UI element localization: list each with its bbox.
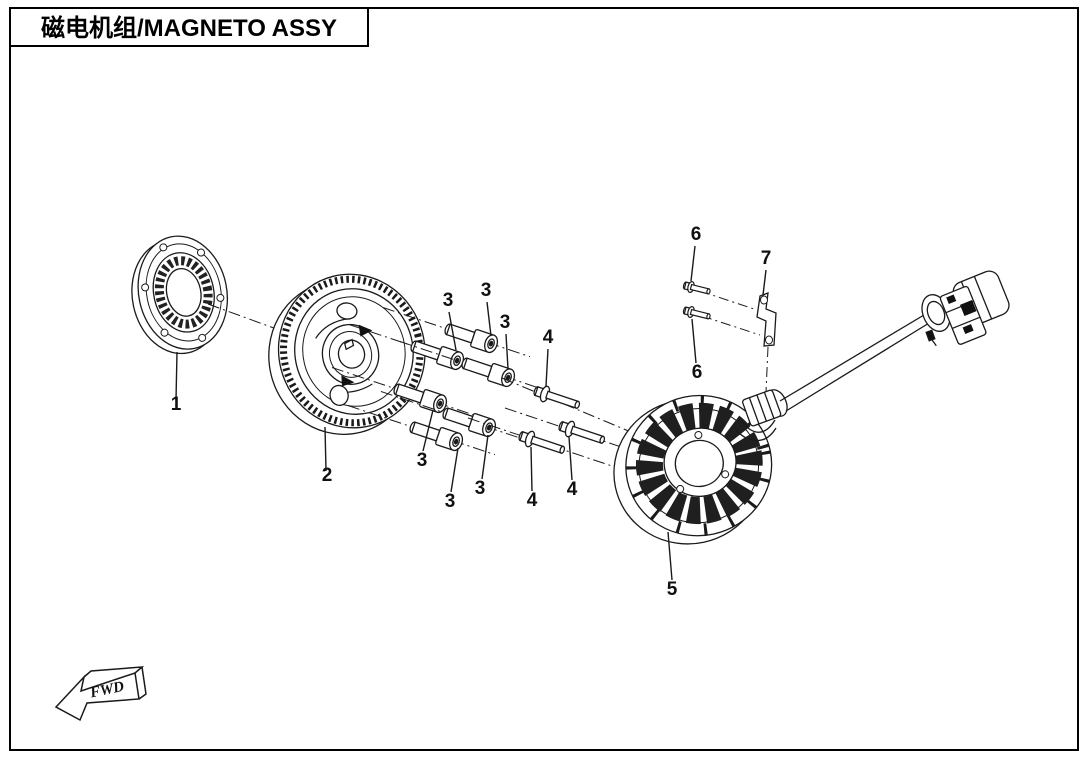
trigger-teeth [280, 275, 424, 427]
fwd-label: FWD [88, 679, 126, 702]
callout-6-2: 6 [692, 362, 703, 383]
bearing-rollers [154, 256, 213, 329]
callout-7: 7 [761, 248, 772, 269]
callout-6-1: 6 [691, 224, 702, 245]
callout-4-3: 4 [567, 479, 578, 500]
keyway [343, 338, 355, 351]
leader-lines [175, 245, 767, 581]
connector-cluster [939, 270, 1010, 345]
callout-4-2: 4 [527, 490, 538, 511]
clip-screw [925, 329, 937, 347]
part-1-bearing-ring [131, 235, 229, 355]
wire-harness [735, 270, 1010, 442]
callout-5: 5 [667, 579, 678, 600]
callout-3-2: 3 [481, 280, 492, 301]
callout-3-6: 3 [475, 478, 486, 499]
callout-3-5: 3 [445, 491, 456, 512]
callout-3-4: 3 [417, 450, 428, 471]
page-title: 磁电机组/MAGNETO ASSY [41, 14, 337, 42]
part-7-wire-bracket [756, 292, 777, 393]
callout-1: 1 [171, 394, 182, 415]
callout-3-3: 3 [500, 312, 511, 333]
harness-grommet [742, 389, 782, 427]
callout-2: 2 [322, 465, 333, 486]
fwd-arrow: FWD [54, 666, 147, 722]
title-box [9, 7, 369, 47]
callout-4-1: 4 [543, 327, 554, 348]
center-axis-line [207, 303, 283, 332]
page-border [9, 7, 1079, 751]
part-5-stator [613, 394, 773, 545]
stator-coils [635, 402, 763, 525]
callout-3-1: 3 [443, 290, 454, 311]
harness-cable [779, 311, 930, 402]
callout-labels: 1 2 3 3 3 3 3 3 4 4 4 5 6 6 7 [171, 224, 772, 600]
connector-terminal [959, 299, 977, 316]
